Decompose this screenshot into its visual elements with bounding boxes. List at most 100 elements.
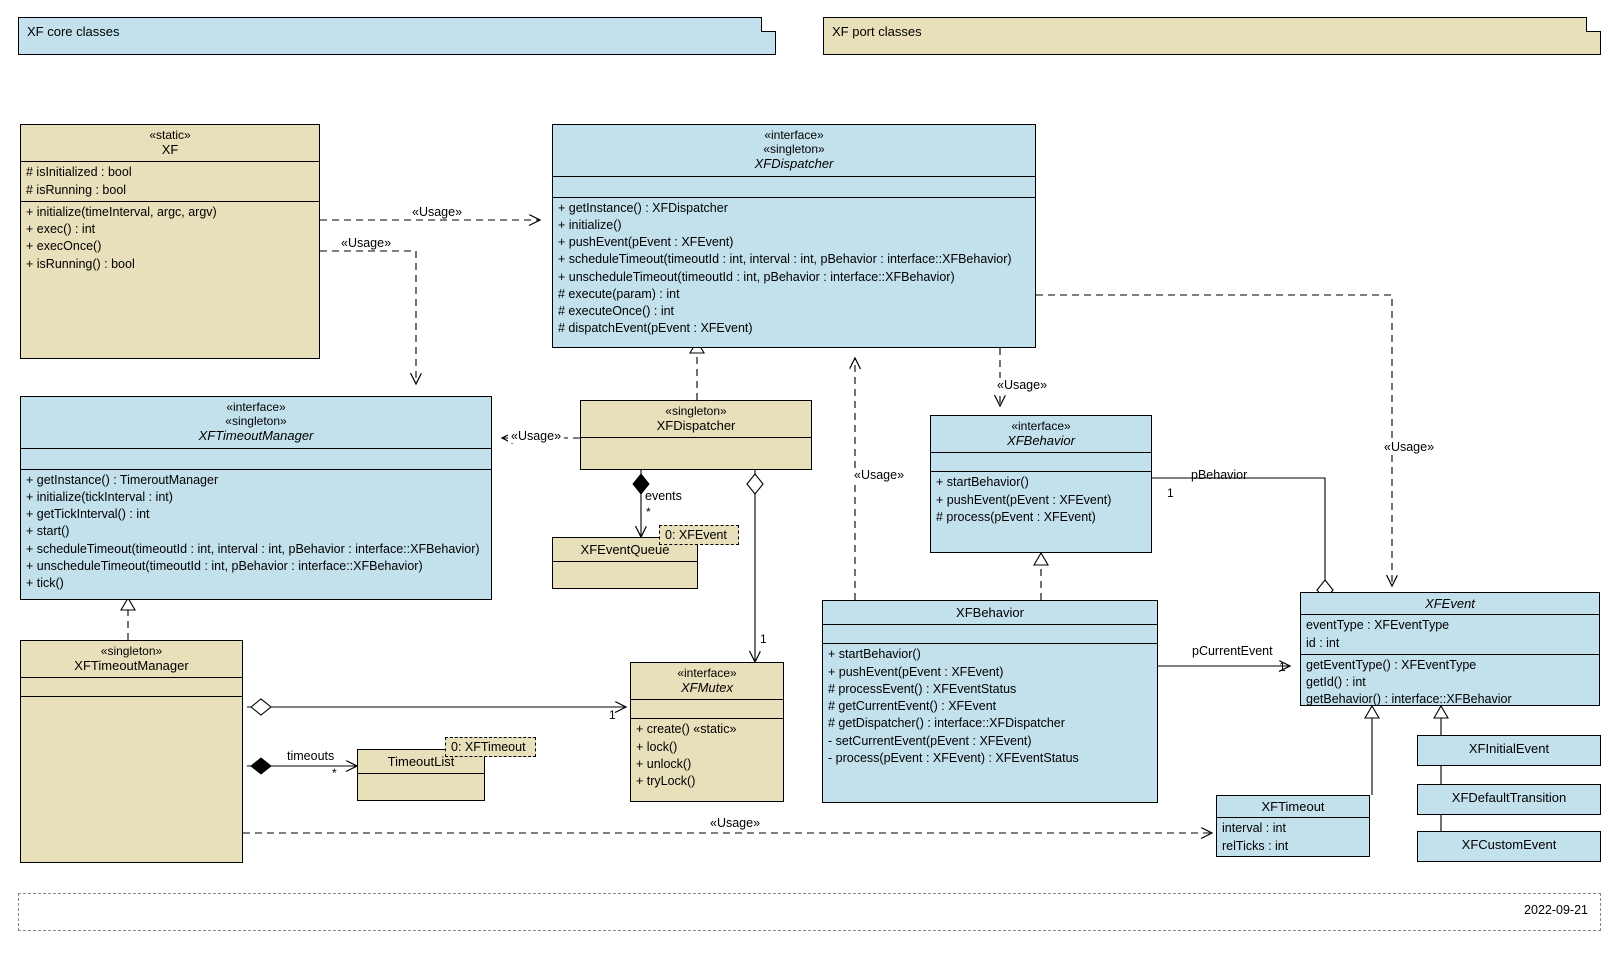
class-xftimeout-name: XFTimeout <box>1261 799 1325 814</box>
operation: + pushEvent(pEvent : XFEvent) <box>936 492 1112 507</box>
operation: + scheduleTimeout(timeoutId : int, inter… <box>26 541 480 556</box>
edge-multiplicity-mutex-dispatcher-one: 1 <box>760 632 767 646</box>
operation: + scheduleTimeout(timeoutId : int, inter… <box>558 252 1012 267</box>
operation: + unlock() <box>636 756 692 771</box>
operation: + unscheduleTimeout(timeoutId : int, pBe… <box>558 269 955 284</box>
class-xfdefaulttransition[interactable]: XFDefaultTransition <box>1417 784 1601 815</box>
class-xftimeoutmanager-interface[interactable]: «interface» «singleton» XFTimeoutManager… <box>20 396 492 600</box>
attribute: eventType : XFEventType <box>1306 618 1450 633</box>
edge-label-usage-dispatcher-event: «Usage» <box>1381 440 1438 454</box>
stereotype-singleton: «singleton» <box>225 414 287 429</box>
attribute: # isRunning : bool <box>26 182 127 197</box>
operation: + tick() <box>26 576 64 591</box>
class-xfmutex-attributes <box>631 700 783 720</box>
class-xfcustomevent[interactable]: XFCustomEvent <box>1417 831 1601 862</box>
operation: + startBehavior() <box>936 475 1029 490</box>
class-xfdefaulttransition-header: XFDefaultTransition <box>1418 785 1600 809</box>
class-xfbehavior-interface-header: «interface» XFBehavior <box>931 416 1151 454</box>
qualifier-timeout: 0: XFTimeout <box>445 737 536 757</box>
class-timeoutlist-body <box>358 774 484 798</box>
class-xfdispatcher-impl[interactable]: «singleton» XFDispatcher <box>580 400 812 470</box>
class-xfeventqueue-body <box>553 562 697 586</box>
class-xfbehavior-impl-operations: + startBehavior() + pushEvent(pEvent : X… <box>823 644 1157 769</box>
class-xftimeoutmanager-interface-attributes <box>21 449 491 470</box>
operation: - process(pEvent : XFEvent) : XFEventSta… <box>828 750 1079 765</box>
stereotype-interface: «interface» <box>764 128 824 142</box>
class-xfbehavior-interface-operations: + startBehavior() + pushEvent(pEvent : X… <box>931 472 1151 528</box>
class-xfbehavior-impl-name: XFBehavior <box>956 605 1024 620</box>
class-xftimeoutmanager-impl-header: «singleton» XFTimeoutManager <box>21 641 242 679</box>
class-xfdefaulttransition-name: XFDefaultTransition <box>1451 790 1567 805</box>
class-xfcustomevent-name: XFCustomEvent <box>1461 837 1557 852</box>
operation: + create() «static» <box>636 722 737 737</box>
operation: + pushEvent(pEvent : XFEvent) <box>558 235 734 250</box>
class-xf-header: «static» XF <box>21 125 319 163</box>
package-header-port: XF port classes <box>823 17 1601 55</box>
class-xfmutex-header: «interface» XFMutex <box>631 663 783 701</box>
qualifier-event: 0: XFEvent <box>659 525 739 545</box>
attribute: id : int <box>1306 635 1340 650</box>
class-xfdispatcher-interface[interactable]: «interface» «singleton» XFDispatcher + g… <box>552 124 1036 348</box>
operation: + pushEvent(pEvent : XFEvent) <box>828 664 1004 679</box>
class-xftimeout[interactable]: XFTimeout interval : int relTicks : int <box>1216 795 1370 857</box>
edge-label-usage-xf-timeoutmanager: «Usage» <box>338 236 395 250</box>
class-xftimeoutmanager-impl[interactable]: «singleton» XFTimeoutManager <box>20 640 243 863</box>
edge-label-timeouts: timeouts <box>287 749 335 763</box>
class-xfdispatcher-interface-attributes <box>553 177 1035 198</box>
edge-multiplicity-pcurrentevent-one: 1 <box>1279 660 1286 674</box>
stereotype-interface: «interface» <box>226 400 286 414</box>
stereotype-interface: «interface» <box>1011 419 1071 433</box>
class-xfevent-name: XFEvent <box>1425 596 1475 611</box>
operation: + initialize(timeInterval, argc, argv) <box>26 204 217 219</box>
edge-multiplicity-timeouts-star: * <box>332 766 337 780</box>
operation: # execute(param) : int <box>558 286 680 301</box>
edge-label-pbehavior: pBehavior <box>1191 468 1248 482</box>
class-xfmutex-name: XFMutex <box>680 680 733 696</box>
class-xfmutex-interface[interactable]: «interface» XFMutex + create() «static» … <box>630 662 784 802</box>
class-xfdispatcher-impl-header: «singleton» XFDispatcher <box>581 401 811 439</box>
class-xfbehavior-impl[interactable]: XFBehavior + startBehavior() + pushEvent… <box>822 600 1158 803</box>
class-xfinitialevent-name: XFInitialEvent <box>1468 741 1550 756</box>
operation: + getInstance() : XFDispatcher <box>558 200 728 215</box>
operation: # processEvent() : XFEventStatus <box>828 681 1017 696</box>
operation: # getCurrentEvent() : XFEvent <box>828 699 997 714</box>
operation: + tryLock() <box>636 774 696 789</box>
class-xfeventqueue-header: XFEventQueue <box>553 538 697 563</box>
class-xftimeout-header: XFTimeout <box>1217 796 1369 819</box>
stereotype-singleton: «singleton» <box>100 644 163 658</box>
edge-label-usage-dispatcher-timeoutmanager: «Usage» <box>508 429 565 443</box>
edge-label-pcurrentevent: pCurrentEvent <box>1192 644 1273 658</box>
operation: + lock() <box>636 739 678 754</box>
operation: # executeOnce() : int <box>558 304 675 319</box>
class-xf-attributes: # isInitialized : bool # isRunning : boo… <box>21 162 319 202</box>
class-xf[interactable]: «static» XF # isInitialized : bool # isR… <box>20 124 320 359</box>
attribute: relTicks : int <box>1222 838 1289 853</box>
operation: - setCurrentEvent(pEvent : XFEvent) <box>828 733 1032 748</box>
edge-label-usage-timeoutmanager-timeout: «Usage» <box>707 816 764 830</box>
operation: getBehavior() : interface::XFBehavior <box>1306 692 1512 707</box>
operation: + getTickInterval() : int <box>26 507 150 522</box>
class-xf-name: XF <box>161 142 179 158</box>
attribute: # isInitialized : bool <box>26 165 132 180</box>
class-xfbehavior-interface[interactable]: «interface» XFBehavior + startBehavior()… <box>930 415 1152 553</box>
class-timeoutlist[interactable]: TimeoutList <box>357 749 485 801</box>
class-xfbehavior-interface-name: XFBehavior <box>1007 433 1075 449</box>
class-xfmutex-operations: + create() «static» + lock() + unlock() … <box>631 719 783 792</box>
class-xf-stereotype: «static» <box>149 128 191 142</box>
class-xfevent[interactable]: XFEvent eventType : XFEventType id : int… <box>1300 592 1600 706</box>
class-xfinitialevent[interactable]: XFInitialEvent <box>1417 735 1601 766</box>
operation: + startBehavior() <box>828 647 921 662</box>
class-xfinitialevent-header: XFInitialEvent <box>1418 736 1600 760</box>
class-xfeventqueue[interactable]: XFEventQueue <box>552 537 698 589</box>
operation: + initialize() <box>558 217 622 232</box>
class-xfevent-header: XFEvent <box>1301 593 1599 616</box>
package-header-core: XF core classes <box>18 17 776 55</box>
stereotype-interface: «interface» <box>677 666 737 680</box>
edge-multiplicity-pbehavior-one: 1 <box>1167 486 1174 500</box>
diagram-footer: 2022-09-21 <box>18 893 1601 931</box>
operation: + execOnce() <box>26 239 102 254</box>
edge-multiplicity-mutex-timeoutmanager-one: 1 <box>609 708 616 722</box>
operation: + initialize(tickInterval : int) <box>26 489 173 504</box>
class-xfdispatcher-interface-header: «interface» «singleton» XFDispatcher <box>553 125 1035 177</box>
class-xftimeoutmanager-impl-operations <box>21 697 242 847</box>
